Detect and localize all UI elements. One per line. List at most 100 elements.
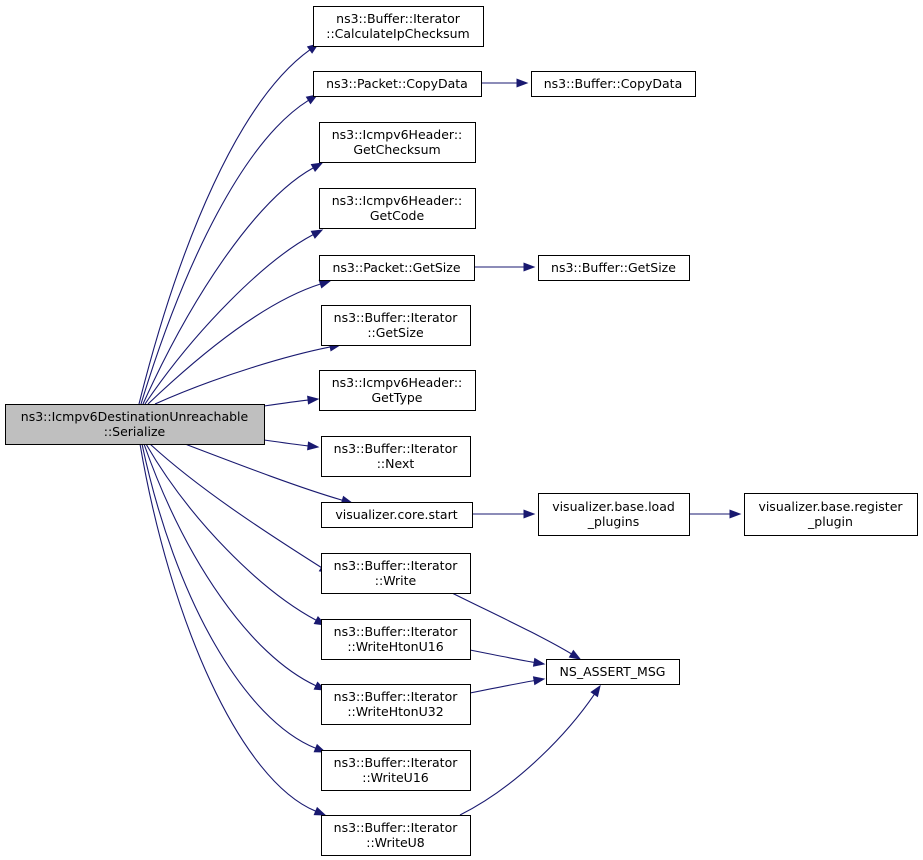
node-label-line: ns3::Buffer::GetSize bbox=[551, 260, 676, 275]
node-next[interactable]: ns3::Buffer::Iterator::Next bbox=[321, 436, 471, 477]
edge-line bbox=[469, 649, 535, 663]
node-label-line: ::GetSize bbox=[367, 325, 424, 340]
arrowhead-icon bbox=[532, 657, 546, 667]
arrowhead-icon bbox=[310, 229, 324, 239]
edge-line bbox=[149, 443, 322, 569]
edge-writeu8-to-ns_assert bbox=[459, 684, 601, 816]
arrowhead-icon bbox=[307, 395, 320, 405]
node-write[interactable]: ns3::Buffer::Iterator::Write bbox=[321, 553, 471, 594]
node-box bbox=[546, 659, 680, 685]
node-label-line: ns3::Buffer::Iterator bbox=[334, 558, 459, 573]
node-writehtonu32[interactable]: ns3::Buffer::Iterator::WriteHtonU32 bbox=[321, 684, 471, 725]
node-label-line: ns3::Buffer::Iterator bbox=[334, 441, 459, 456]
edge-line bbox=[459, 693, 595, 816]
node-label-line: visualizer.base.register bbox=[758, 499, 903, 514]
node-writeu8[interactable]: ns3::Buffer::Iterator::WriteU8 bbox=[321, 815, 471, 856]
node-label-line: ::WriteU16 bbox=[362, 770, 429, 785]
edge-root-to-next bbox=[263, 439, 320, 451]
edge-root-to-getcode bbox=[144, 229, 324, 405]
node-box bbox=[313, 6, 484, 47]
node-calcchecksum[interactable]: ns3::Buffer::Iterator::CalculateIpChecks… bbox=[313, 6, 484, 47]
node-label-line: _plugins bbox=[587, 514, 639, 529]
node-label-line: ns3::Icmpv6Header:: bbox=[332, 375, 463, 390]
node-vis_start[interactable]: visualizer.core.start bbox=[321, 502, 473, 528]
node-label-line: ns3::Buffer::Iterator bbox=[334, 689, 459, 704]
node-label-line: ::Next bbox=[377, 456, 415, 471]
edge-line bbox=[144, 234, 314, 405]
edge-line bbox=[140, 99, 309, 405]
arrowhead-icon bbox=[305, 94, 319, 105]
arrowhead-icon bbox=[523, 262, 536, 272]
node-label-line: ::Write bbox=[375, 573, 417, 588]
edge-line bbox=[184, 443, 343, 501]
edge-line bbox=[451, 592, 572, 655]
edge-line bbox=[138, 49, 311, 405]
edge-writehtonu16-to-ns_assert bbox=[469, 649, 546, 667]
node-label-line: ns3::Buffer::Iterator bbox=[334, 310, 459, 325]
node-writeu16[interactable]: ns3::Buffer::Iterator::WriteU16 bbox=[321, 750, 471, 791]
node-buf_getsize[interactable]: ns3::Buffer::GetSize bbox=[538, 255, 690, 281]
node-getchecksum[interactable]: ns3::Icmpv6Header::GetChecksum bbox=[319, 122, 476, 163]
edge-line bbox=[145, 443, 317, 621]
edge-line bbox=[139, 443, 316, 812]
edge-root-to-calcchecksum bbox=[138, 43, 320, 405]
edge-write-to-ns_assert bbox=[451, 592, 582, 660]
node-ns_assert[interactable]: NS_ASSERT_MSG bbox=[546, 659, 680, 685]
node-box bbox=[319, 370, 476, 411]
node-box bbox=[321, 436, 471, 477]
edge-root-to-pkt_getsize bbox=[147, 279, 332, 405]
node-box bbox=[321, 684, 471, 725]
node-label-line: ::WriteHtonU16 bbox=[347, 639, 443, 654]
node-box bbox=[531, 71, 696, 97]
node-box bbox=[321, 750, 471, 791]
arrowhead-icon bbox=[568, 649, 582, 660]
node-label-line: visualizer.base.load bbox=[552, 499, 675, 514]
node-getcode[interactable]: ns3::Icmpv6Header::GetCode bbox=[319, 188, 476, 229]
node-box bbox=[321, 815, 471, 856]
node-label-line: _plugin bbox=[807, 514, 853, 529]
node-pkt_getsize[interactable]: ns3::Packet::GetSize bbox=[319, 255, 475, 281]
edge-line bbox=[147, 283, 321, 405]
node-label-line: ns3::Packet::GetSize bbox=[332, 260, 460, 275]
node-label-line: ::WriteU8 bbox=[366, 835, 425, 850]
arrowhead-icon bbox=[590, 684, 601, 698]
arrowhead-icon bbox=[318, 279, 332, 289]
edge-line bbox=[154, 346, 331, 405]
node-pkt_copydata[interactable]: ns3::Packet::CopyData bbox=[313, 71, 482, 97]
arrowhead-icon bbox=[516, 78, 529, 88]
node-label-line: ns3::Buffer::Iterator bbox=[336, 11, 461, 26]
node-label-line: ns3::Buffer::CopyData bbox=[544, 76, 683, 91]
edge-root-to-writeu8 bbox=[139, 443, 327, 816]
node-box bbox=[538, 255, 690, 281]
node-box bbox=[5, 404, 265, 445]
node-gettype[interactable]: ns3::Icmpv6Header::GetType bbox=[319, 370, 476, 411]
node-box bbox=[321, 553, 471, 594]
node-label-line: GetType bbox=[372, 390, 423, 405]
edge-root-to-writehtonu32 bbox=[143, 443, 327, 691]
arrowhead-icon bbox=[307, 441, 320, 451]
node-box bbox=[319, 188, 476, 229]
node-it_getsize[interactable]: ns3::Buffer::Iterator::GetSize bbox=[321, 305, 471, 346]
arrowhead-icon bbox=[729, 509, 742, 519]
node-label-line: GetCode bbox=[370, 208, 425, 223]
edge-pkt_copydata-to-buf_copydata bbox=[481, 78, 529, 88]
node-box bbox=[321, 619, 471, 660]
node-label-line: NS_ASSERT_MSG bbox=[560, 664, 666, 679]
node-buf_copydata[interactable]: ns3::Buffer::CopyData bbox=[531, 71, 696, 97]
node-writehtonu16[interactable]: ns3::Buffer::Iterator::WriteHtonU16 bbox=[321, 619, 471, 660]
edge-writehtonu32-to-ns_assert bbox=[469, 676, 546, 694]
node-vis_register[interactable]: visualizer.base.register_plugin bbox=[744, 493, 918, 536]
node-label-line: ::Serialize bbox=[104, 424, 166, 439]
node-vis_load[interactable]: visualizer.base.load_plugins bbox=[538, 493, 690, 536]
node-root[interactable]: ns3::Icmpv6DestinationUnreachable::Seria… bbox=[5, 404, 265, 445]
edge-line bbox=[469, 680, 535, 694]
node-label-line: ns3::Icmpv6Header:: bbox=[332, 193, 463, 208]
edge-vis_load-to-vis_register bbox=[688, 509, 742, 519]
edge-vis_start-to-vis_load bbox=[471, 509, 536, 519]
edge-line bbox=[263, 399, 309, 407]
edge-root-to-writehtonu16 bbox=[145, 443, 327, 626]
edge-root-to-pkt_copydata bbox=[140, 94, 319, 405]
node-label-line: ::CalculateIpChecksum bbox=[326, 26, 470, 41]
node-label-line: ns3::Buffer::Iterator bbox=[334, 755, 459, 770]
